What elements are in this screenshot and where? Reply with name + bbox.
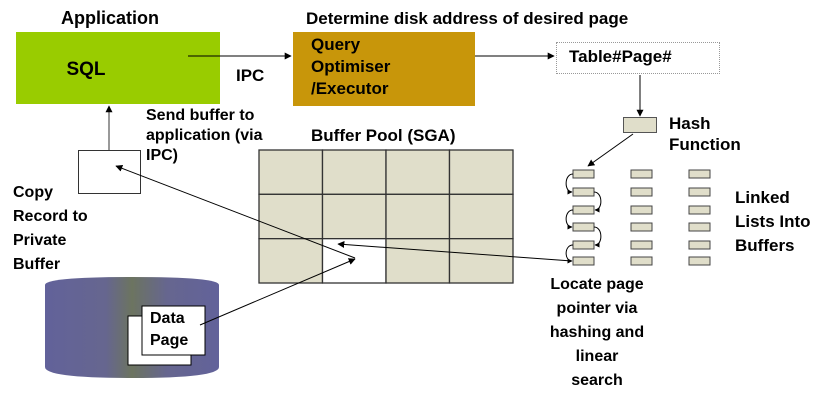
locate-page-label: Locate page pointer via hashing and line… [534,273,660,393]
send-buffer-line: application (via [146,127,263,144]
application-sql-box: SQL [16,32,220,104]
ipc-label: IPC [236,66,265,85]
copy-record-label: Copy Record to Private Buffer [13,181,88,277]
application-heading: Application [61,8,159,28]
copy-record-line: Copy [13,184,53,201]
hash-bucket [572,240,595,250]
hash-bucket [688,187,711,197]
send-buffer-label: Send buffer to application (via IPC) [146,106,262,166]
buffer-cell [448,149,514,195]
chain-arrow [565,244,574,264]
chain-arrow [593,226,602,248]
arrow-datapage-to-pool [199,258,356,326]
arrow-pool-to-private [115,164,356,259]
hash-bucket [630,256,653,266]
hash-bucket [630,169,653,179]
chain-arrow [565,209,574,230]
hash-line: Function [669,135,741,154]
linked-lists-line: Linked [735,188,790,207]
hash-bucket [572,205,595,215]
buffer-cell [385,149,451,195]
buffer-cell [258,149,324,195]
locate-line: Locate page [550,276,644,293]
query-line: /Executor [311,79,389,98]
locate-line: linear [575,348,619,365]
copy-record-line: Private [13,232,67,249]
hash-bucket [572,222,595,232]
query-line: Query [311,35,361,54]
locate-line: hashing and [549,324,645,341]
buffer-cell [448,238,514,284]
buffer-cell [385,238,451,284]
linked-lists-line: Buffers [735,236,795,255]
hash-bucket [572,187,595,197]
hash-bucket [630,187,653,197]
hash-line: Hash [669,114,711,133]
hash-bucket [688,256,711,266]
query-optimiser-box: Query Optimiser /Executor [293,32,475,106]
hash-bucket [572,169,595,179]
hash-bucket [630,205,653,215]
send-buffer-line: Send buffer to [146,107,255,124]
buffer-pool-title: Buffer Pool (SGA) [311,126,456,145]
table-page-label: Table#Page# [569,47,672,66]
copy-record-line: Record to [13,208,88,225]
chain-arrow [565,173,574,195]
data-page-label: Data Page [150,308,188,352]
hash-bucket [630,240,653,250]
buffer-pool-grid [258,149,514,284]
buffer-cell [258,193,324,240]
hash-bucket [688,240,711,250]
hash-function-label: Hash Function [669,113,741,155]
copy-record-line: Buffer [13,256,61,273]
chain-arrow [593,191,602,213]
buffer-cell [385,193,451,240]
arrow-hash-to-bucket [587,133,634,167]
query-line: Optimiser [311,57,391,76]
linked-lists-line: Lists Into [735,212,811,231]
buffer-cell [258,238,324,284]
data-page-line: Data [150,310,185,327]
hash-bucket [688,169,711,179]
hash-function-box [623,117,657,133]
hash-bucket [688,205,711,215]
locate-line: pointer via [556,300,638,317]
hash-bucket-lists [565,169,711,266]
buffer-cell [448,193,514,240]
hash-bucket [688,222,711,232]
hash-bucket [630,222,653,232]
determine-heading: Determine disk address of desired page [306,9,629,28]
arrow-bucket-to-pool [337,240,573,262]
data-page-front [141,305,206,356]
linked-lists-label: Linked Lists Into Buffers [735,186,811,258]
locate-line: search [571,372,623,389]
send-buffer-line: IPC) [146,147,178,164]
buffer-cell [321,149,387,195]
buffer-cell [321,193,387,240]
table-page-box: Table#Page# [556,42,720,74]
sql-label: SQL [66,59,106,80]
data-page-line: Page [150,332,189,349]
hash-bucket [572,256,595,266]
